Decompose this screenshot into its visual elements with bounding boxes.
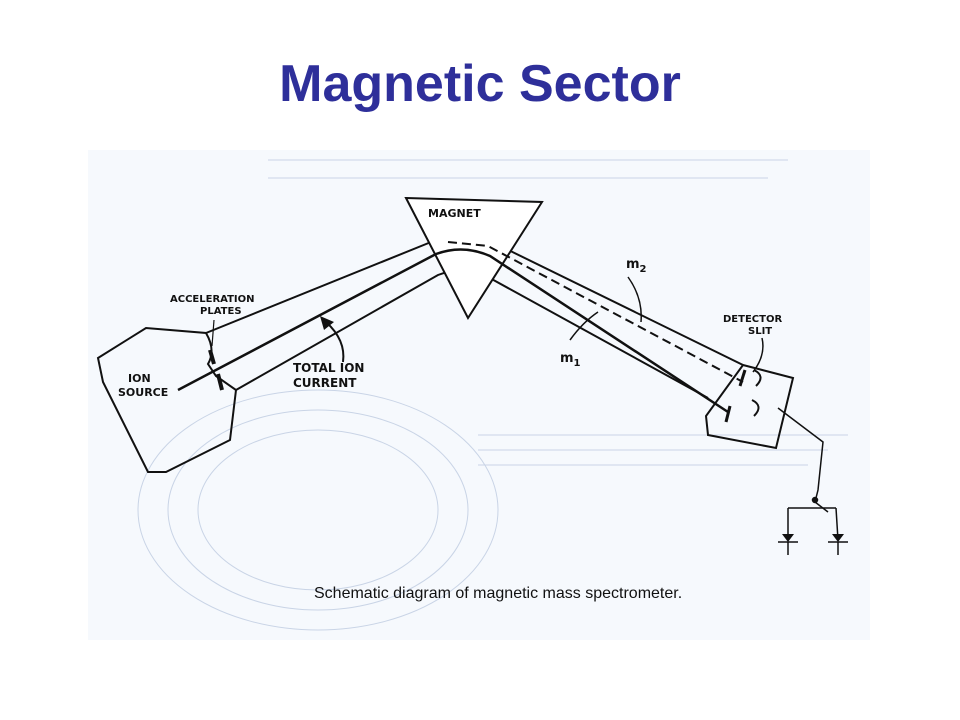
switch-circuit	[778, 496, 848, 555]
ion-source-box	[96, 326, 238, 473]
background-bleed	[137, 159, 848, 631]
detector-cup-lower	[751, 399, 760, 417]
total-ion-current-arrowhead	[320, 316, 334, 330]
spectrometer-diagram: MAGNET ACCELERATION PLATES ION SOURCE TO…	[96, 159, 848, 631]
acceleration-leader	[211, 319, 215, 347]
spectrometer-figure: MAGNET ACCELERATION PLATES ION SOURCE TO…	[88, 150, 870, 640]
detector-box	[704, 363, 795, 450]
ion-beam-m1	[177, 248, 729, 414]
total-ion-current-label-line1: TOTAL ION	[293, 361, 364, 375]
total-ion-current-arrow	[325, 321, 345, 363]
acceleration-plate-2	[216, 373, 224, 391]
ion-source-label-line2: SOURCE	[118, 386, 168, 399]
detector-slit-label-line2: SLIT	[748, 326, 772, 337]
detector-slit-arrow	[752, 337, 764, 373]
slide-title: Magnetic Sector	[279, 55, 681, 113]
amplifier-symbol-right	[832, 534, 844, 542]
detector-slit-bar-1	[738, 369, 747, 387]
m2-arrow	[627, 276, 642, 323]
figure-caption: Schematic diagram of magnetic mass spect…	[314, 585, 682, 602]
ion-source-label-line1: ION	[128, 372, 151, 385]
acceleration-label-line1: ACCELERATION	[170, 294, 255, 305]
magnet-label: MAGNET	[428, 207, 481, 220]
m1-label: m1	[560, 351, 581, 369]
detector-slit-bar-2	[724, 405, 732, 423]
total-ion-current-label-line2: CURRENT	[293, 376, 357, 390]
acceleration-label-line2: PLATES	[200, 306, 242, 317]
m2-label: m2	[626, 257, 647, 275]
amplifier-symbol-left	[782, 534, 794, 542]
ion-beam-m2	[447, 241, 744, 383]
detector-cup-upper	[753, 369, 762, 387]
m1-arrow	[569, 311, 599, 341]
detector-wire	[777, 407, 824, 503]
acceleration-plate-1	[208, 349, 216, 365]
magnet-triangle	[404, 196, 544, 321]
detector-label-line1: DETECTOR	[723, 314, 782, 325]
